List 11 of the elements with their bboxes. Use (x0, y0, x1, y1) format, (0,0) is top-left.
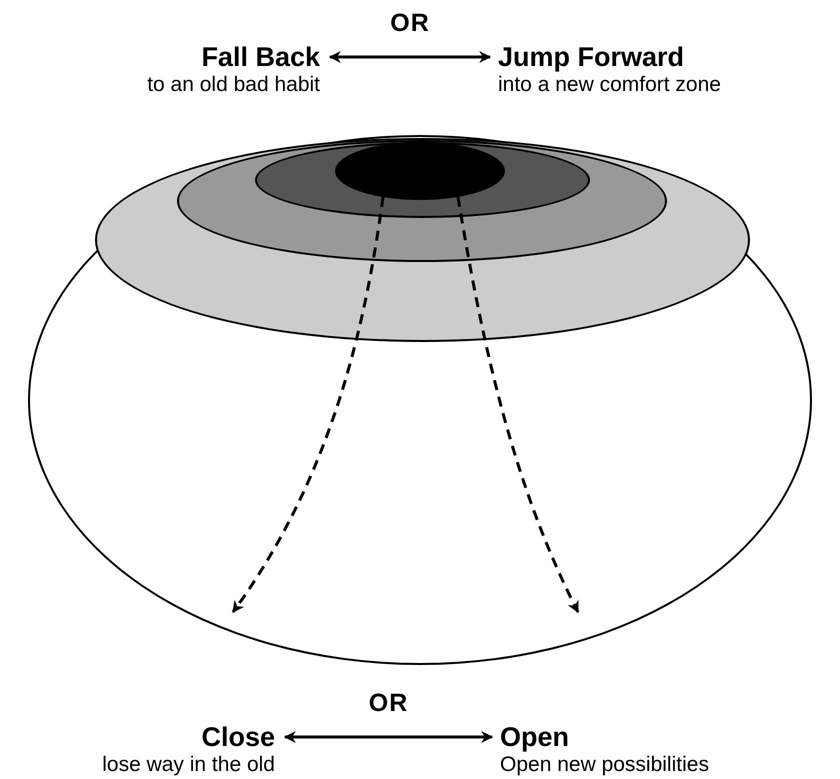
description: into a new comfort zone (498, 72, 721, 97)
double-arrow (284, 731, 494, 743)
heading: Fall Back (200, 42, 320, 72)
description: to an old bad habit (147, 72, 320, 97)
description: lose way in the old (102, 752, 275, 777)
heading: Open (500, 722, 570, 752)
heading: Close (200, 722, 275, 752)
dashed-arrow (232, 196, 384, 613)
heading: Jump Forward (498, 42, 686, 72)
double-arrow (328, 51, 492, 63)
description: Open new possibilities (500, 752, 709, 777)
